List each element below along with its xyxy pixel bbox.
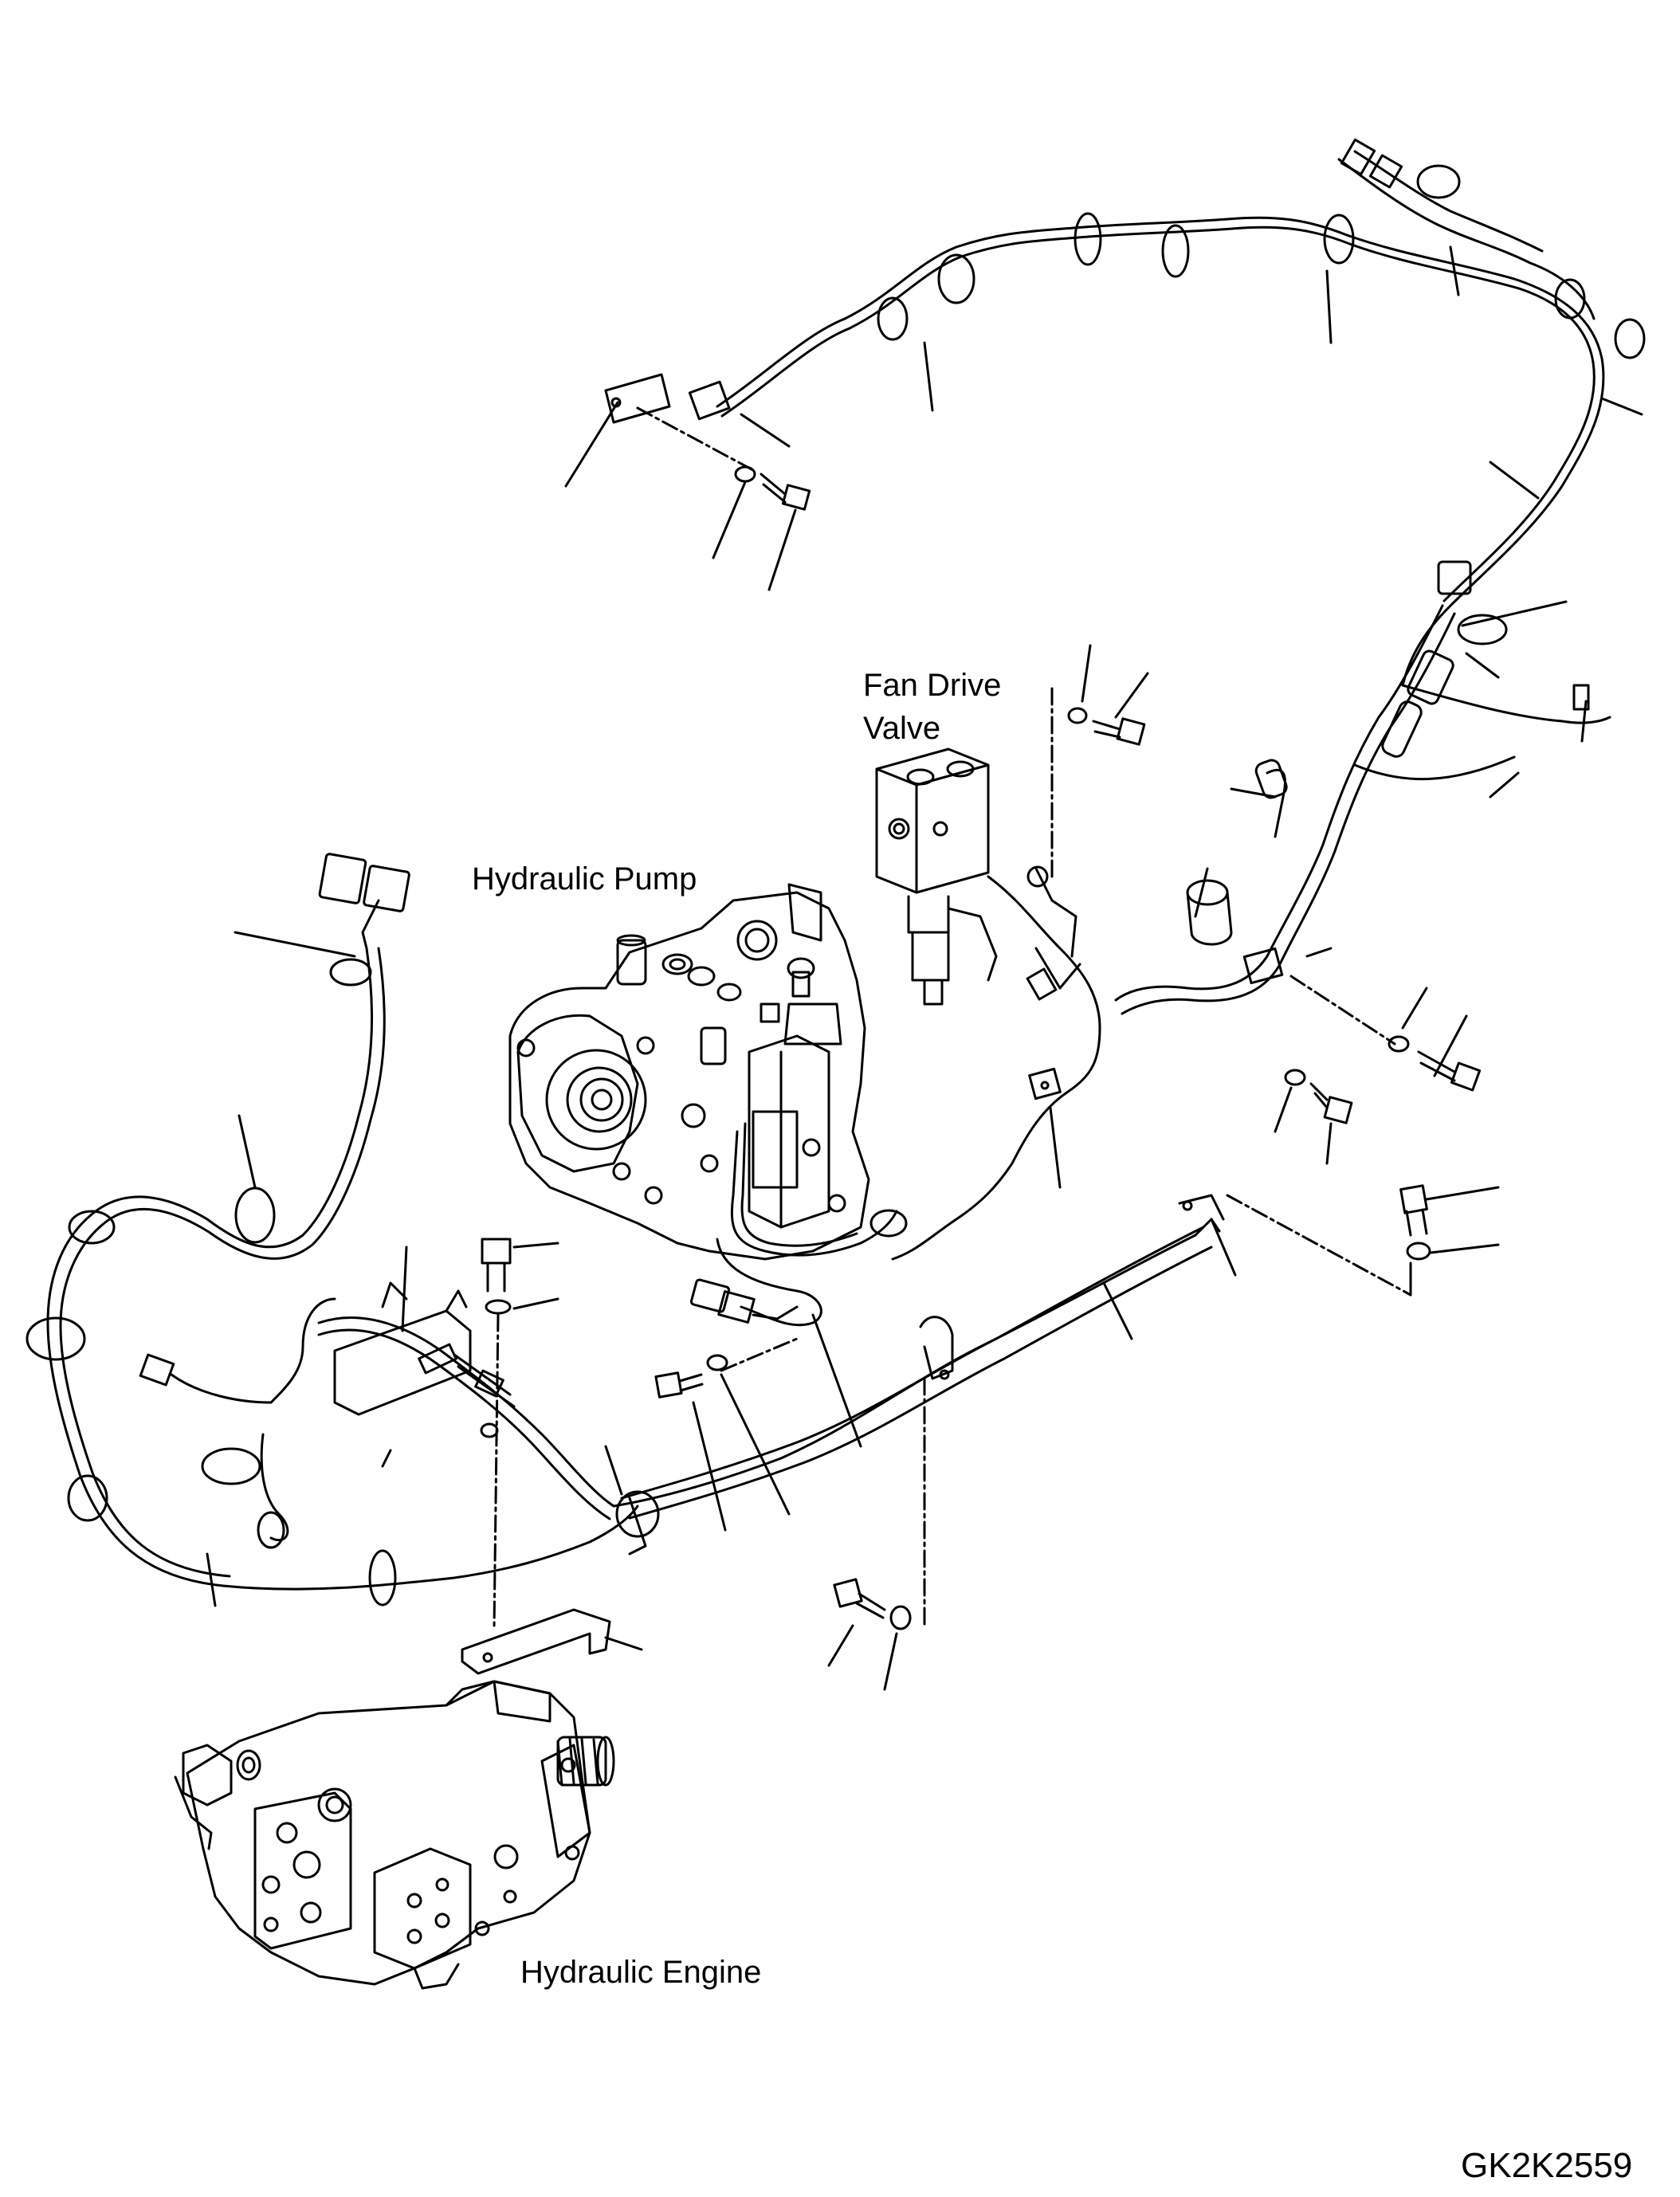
fan-drive-valve [875,644,1149,1261]
right-harness [1114,560,1611,1015]
hydraulic-pump-label: Hydraulic Pump [472,861,697,896]
bolt-washer-top [636,406,811,591]
bolt-washer-right [1274,975,1482,1165]
left-harness [26,853,639,1607]
bolts-washers-mid [461,1184,1500,1691]
hydraulic-engine-label: Hydraulic Engine [520,1955,762,1990]
upper-harness [564,138,1646,687]
hydraulic-engine [174,1680,615,1990]
fan-drive-valve-label: Fan Drive Valve [863,668,1002,746]
hydraulic-pump [508,883,908,1448]
main-trunk [317,1194,1237,1556]
drawing-code: GK2K2559 [1461,2146,1633,2185]
